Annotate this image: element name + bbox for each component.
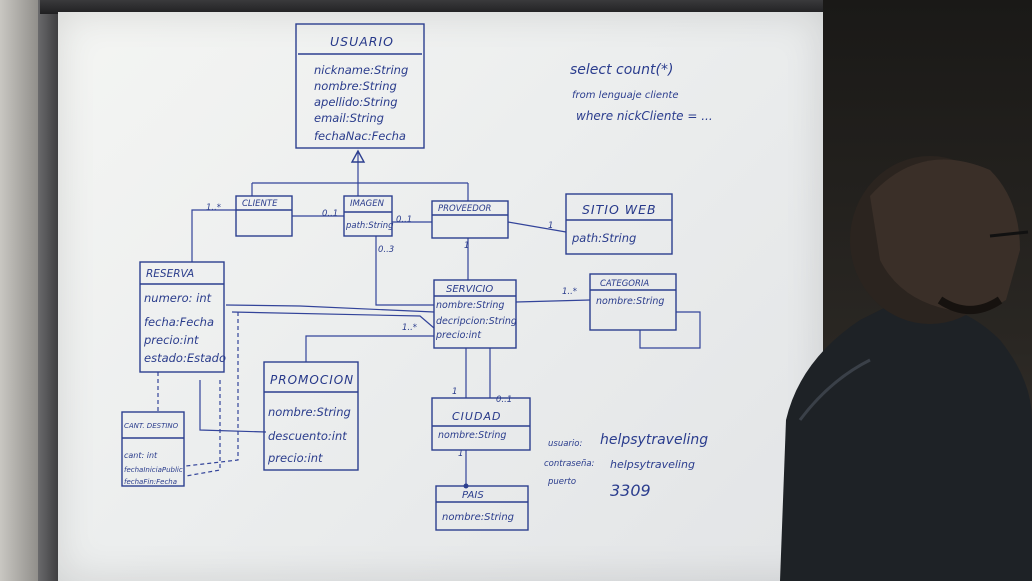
class-title: USUARIO — [330, 34, 394, 49]
class-attr: numero: int — [144, 291, 212, 305]
class-categoria: CATEGORIA nombre:String — [589, 273, 677, 331]
multiplicity: 1..* — [402, 323, 417, 333]
multiplicity-labels: 1..* 0..1 0..1 0..3 1 1 1..* 1..* 1 0..1… — [206, 203, 577, 459]
note-value: helpsytraveling — [600, 432, 708, 448]
multiplicity: 1 — [464, 241, 469, 251]
class-title: CIUDAD — [452, 410, 501, 423]
multiplicity: 1 — [458, 449, 463, 459]
multiplicity: 0..1 — [322, 209, 338, 219]
class-attr: nombre:String — [438, 430, 506, 441]
class-attr: precio:int — [267, 451, 323, 465]
note-label: usuario: — [548, 439, 582, 449]
whiteboard-frame-left — [38, 0, 60, 581]
class-attr: decripcion:String — [436, 316, 517, 327]
class-title: IMAGEN — [350, 199, 385, 209]
class-pais: PAIS nombre:String — [435, 485, 529, 531]
class-attr: estado:Estado — [144, 351, 226, 365]
class-promocion: PROMOCION nombre:String descuento:int pr… — [263, 361, 359, 471]
class-attr: nombre:String — [436, 300, 504, 311]
class-sitioweb: SITIO WEB path:String — [565, 193, 673, 255]
multiplicity: 1..* — [206, 203, 221, 213]
multiplicity: 1 — [452, 387, 457, 397]
multiplicity: 0..1 — [396, 215, 412, 225]
class-attr: apellido:String — [314, 95, 398, 109]
multiplicity: 0..3 — [378, 245, 394, 255]
class-attr: nombre:String — [442, 512, 514, 523]
class-attr: precio:int — [435, 330, 482, 341]
class-attr: path:String — [345, 221, 394, 231]
class-attr: nombre:String — [268, 405, 351, 419]
note-query: select count(*) — [570, 62, 673, 78]
class-title: PAIS — [462, 490, 484, 501]
class-title: PROVEEDOR — [438, 204, 492, 214]
class-attr: email:String — [314, 111, 384, 125]
person-silhouette — [780, 156, 1032, 581]
multiplicity: 1..* — [562, 287, 577, 297]
class-servicio: SERVICIO nombre:String decripcion:String… — [433, 279, 517, 349]
class-ciudad: CIUDAD nombre:String — [431, 397, 531, 451]
class-title: CANT. DESTINO — [124, 422, 179, 430]
class-attr: nombre:String — [314, 79, 397, 93]
class-title: PROMOCION — [270, 373, 354, 387]
class-attr: nickname:String — [314, 63, 408, 77]
note-query: from lenguaje cliente — [572, 90, 678, 101]
note-label: contraseña: — [544, 459, 595, 469]
wall — [0, 0, 40, 581]
class-attr: cant: int — [124, 451, 158, 460]
class-title: CLIENTE — [242, 199, 278, 209]
class-attr: fechaNac:Fecha — [314, 129, 406, 143]
class-attr: nombre:String — [596, 296, 664, 307]
class-attr: path:String — [571, 231, 636, 245]
class-title: CATEGORIA — [600, 279, 649, 289]
note-label: puerto — [547, 477, 576, 487]
class-cliente: CLIENTE — [235, 195, 293, 237]
multiplicity: 1 — [548, 221, 553, 231]
handwritten-notes: select count(*) from lenguaje cliente wh… — [544, 62, 713, 500]
note-value: 3309 — [610, 481, 651, 500]
class-title: RESERVA — [146, 268, 194, 280]
class-reserva: RESERVA numero: int fecha:Fecha precio:i… — [139, 261, 226, 373]
note-value: helpsytraveling — [610, 458, 695, 471]
association-lines — [157, 149, 701, 489]
class-attr: fechaFin:Fecha — [124, 478, 177, 486]
class-title: SITIO WEB — [582, 202, 657, 217]
class-attr: fecha:Fecha — [144, 315, 214, 329]
whiteboard-frame-top — [40, 0, 860, 14]
class-cantidad-destino: CANT. DESTINO cant: int fechaIniciaPubli… — [121, 411, 185, 487]
multiplicity: 0..1 — [496, 395, 512, 405]
class-title: SERVICIO — [446, 284, 493, 295]
note-query: where nickCliente = ... — [576, 109, 713, 123]
class-attr: descuento:int — [268, 429, 347, 443]
class-attr: precio:int — [143, 333, 199, 347]
class-usuario: USUARIO nickname:String nombre:String ap… — [295, 23, 425, 149]
class-proveedor: PROVEEDOR — [431, 200, 509, 239]
class-attr: fechaIniciaPublic — [124, 466, 183, 474]
class-imagen: IMAGEN path:String — [343, 195, 394, 237]
